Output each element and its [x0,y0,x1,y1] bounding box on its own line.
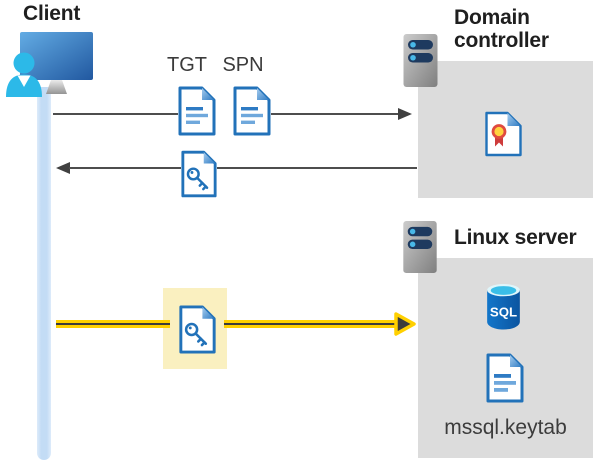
sql-connect-arrowhead-icon [394,312,416,336]
tgt-document-icon [178,86,216,136]
keytab-label: mssql.keytab [444,416,567,439]
domain-controller-title: Domain controller [454,6,549,52]
key-ticket-icon [181,150,217,198]
keytab-document-icon [486,353,524,403]
ribbon-seal [491,124,507,139]
key-glyph [184,322,208,347]
sql-badge-text: SQL [490,305,517,320]
spn-label: SPN [222,54,264,76]
linux-server-title: Linux server [454,226,577,249]
request-line-left [53,113,178,115]
response-line-right [217,167,417,169]
client-workstation-icon [6,32,93,97]
domain-controller-server-icon [403,34,438,87]
highlighted-key-ticket-icon [179,305,216,354]
request-arrowhead-icon [398,108,412,120]
sql-database-icon: SQL [487,284,520,330]
response-arrowhead-icon [56,162,70,174]
sql-connect-line-left [56,320,170,328]
linux-server-icon [403,220,437,274]
monitor-screen [20,32,93,80]
monitor-stand [46,80,67,94]
client-lifeline [37,87,51,460]
client-title: Client [23,2,81,25]
response-line-left [69,167,181,169]
certificate-icon [485,111,522,157]
sql-connect-line-right [224,320,396,328]
key-glyph [186,167,209,191]
request-line-right [271,113,399,115]
person-icon [6,52,42,97]
tgt-label: TGT [167,54,207,76]
spn-document-icon [233,86,271,136]
